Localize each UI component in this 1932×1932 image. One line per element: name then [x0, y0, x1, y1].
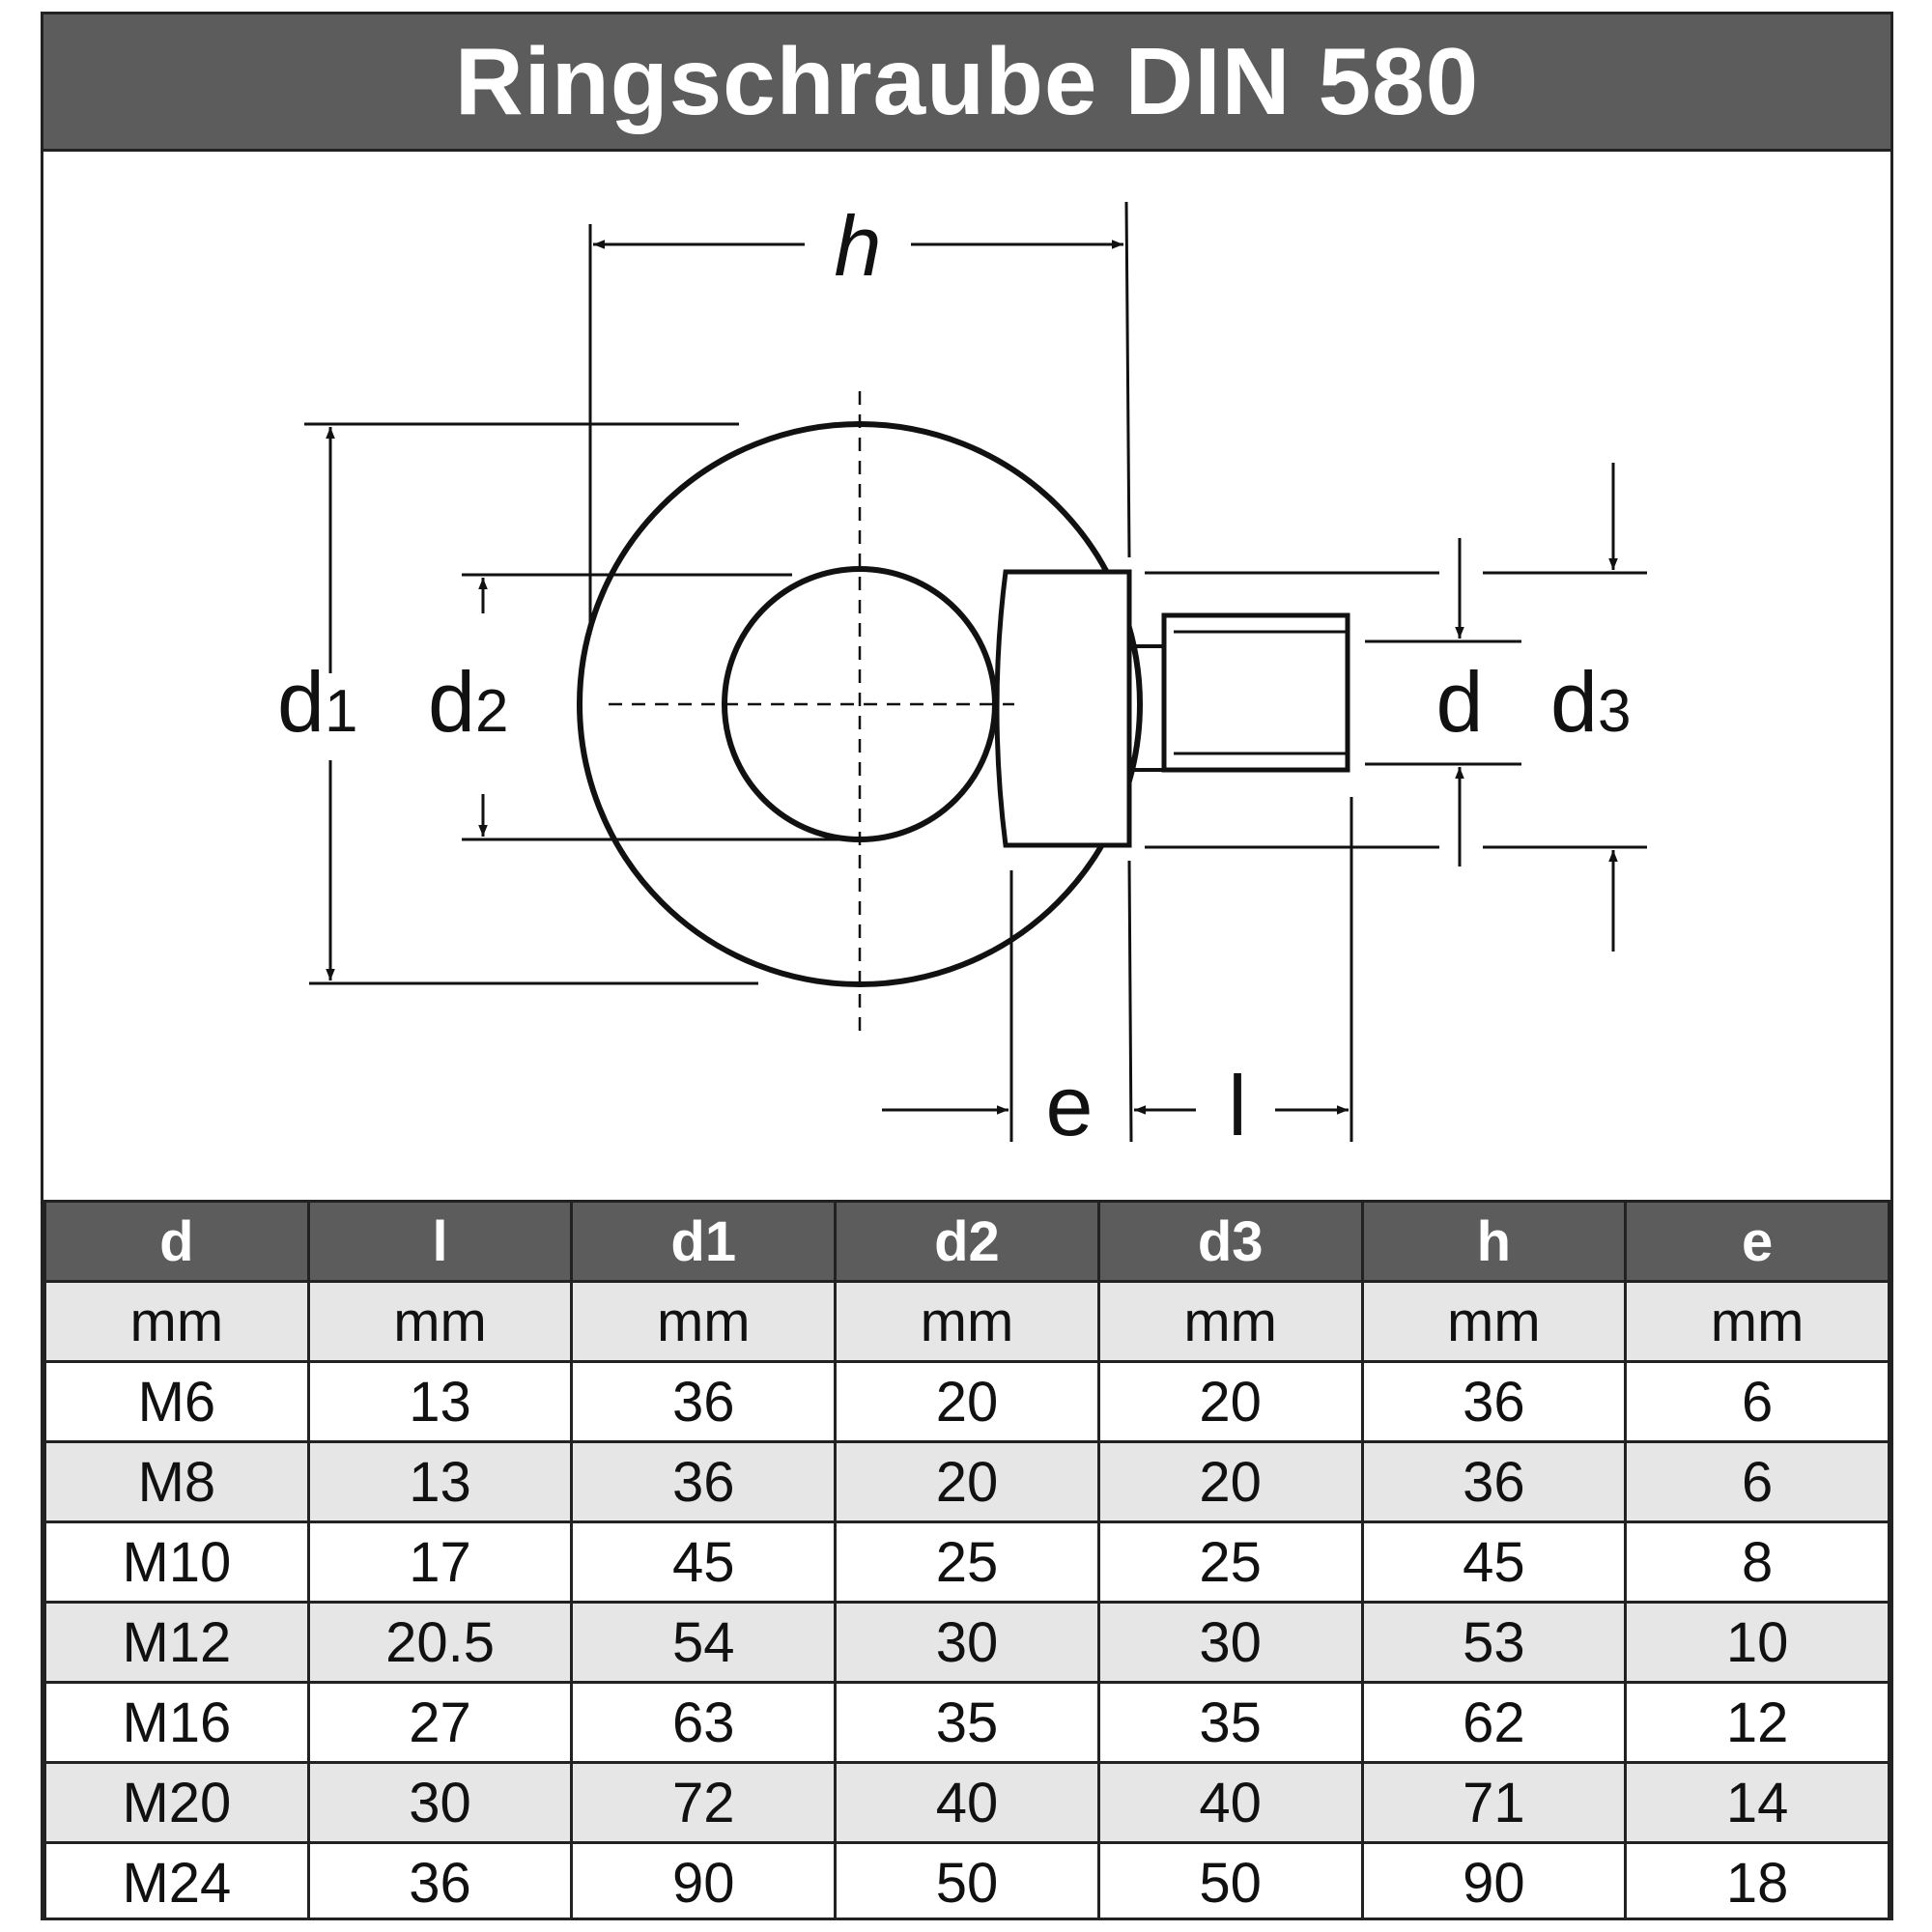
table-cell: 36: [570, 1360, 838, 1443]
table-cell: M20: [43, 1761, 310, 1844]
technical-drawing: h d1 d2 d d3 e l: [43, 152, 1890, 1200]
unit-cell: mm: [1360, 1280, 1628, 1363]
label-l: l: [1228, 1058, 1247, 1153]
table-cell: 72: [570, 1761, 838, 1844]
table-header-cell: h: [1360, 1200, 1628, 1283]
table-cell: 20: [1096, 1440, 1364, 1523]
threaded-shank: [1161, 612, 1350, 773]
table-cell: 71: [1360, 1761, 1628, 1844]
table-header-cell: d3: [1096, 1200, 1364, 1283]
table-header-cell: l: [306, 1200, 574, 1283]
table-header-cell: d2: [834, 1200, 1100, 1283]
table-cell: 12: [1624, 1681, 1890, 1764]
label-d: d: [1436, 654, 1484, 750]
table-header-cell: d: [43, 1200, 310, 1283]
table-header-cell: d1: [570, 1200, 838, 1283]
table-cell: 40: [1096, 1761, 1364, 1844]
table-cell: 45: [1360, 1520, 1628, 1604]
table-cell: 30: [306, 1761, 574, 1844]
table-cell: 30: [1096, 1601, 1364, 1684]
table-cell: 20: [834, 1440, 1100, 1523]
table-cell: 10: [1624, 1601, 1890, 1684]
table-cell: 45: [570, 1520, 838, 1604]
table-cell: 14: [1624, 1761, 1890, 1844]
label-e: e: [1046, 1058, 1094, 1153]
unit-cell: mm: [306, 1280, 574, 1363]
table-cell: M12: [43, 1601, 310, 1684]
table-cell: 13: [306, 1440, 574, 1523]
table-cell: 40: [834, 1761, 1100, 1844]
table-header-cell: e: [1624, 1200, 1890, 1283]
page-title: Ringschraube DIN 580: [454, 28, 1480, 134]
table-cell: 50: [834, 1841, 1100, 1918]
table-cell: 35: [834, 1681, 1100, 1764]
unit-cell: mm: [43, 1280, 310, 1363]
table-cell: M24: [43, 1841, 310, 1918]
table-cell: 20.5: [306, 1601, 574, 1684]
label-d1: d1: [277, 654, 357, 750]
table-cell: 36: [306, 1841, 574, 1918]
table-cell: 90: [570, 1841, 838, 1918]
label-h: h: [835, 198, 882, 294]
page-frame: Ringschraube DIN 580: [41, 12, 1893, 1920]
table-cell: 17: [306, 1520, 574, 1604]
table-cell: M6: [43, 1360, 310, 1443]
table-cell: 36: [1360, 1360, 1628, 1443]
table-cell: M10: [43, 1520, 310, 1604]
table-cell: 35: [1096, 1681, 1364, 1764]
table-cell: 53: [1360, 1601, 1628, 1684]
unit-cell: mm: [834, 1280, 1100, 1363]
table-cell: 6: [1624, 1360, 1890, 1443]
table-cell: 20: [1096, 1360, 1364, 1443]
title-bar: Ringschraube DIN 580: [43, 14, 1890, 152]
table-cell: 20: [834, 1360, 1100, 1443]
label-d2: d2: [428, 654, 508, 750]
table-cell: 63: [570, 1681, 838, 1764]
unit-cell: mm: [570, 1280, 838, 1363]
table-cell: 6: [1624, 1440, 1890, 1523]
table-cell: 36: [1360, 1440, 1628, 1523]
label-d3: d3: [1550, 654, 1631, 750]
unit-cell: mm: [1624, 1280, 1890, 1363]
eye-bolt-diagram: h d1 d2 d d3 e l: [277, 198, 1647, 1153]
table-cell: 25: [1096, 1520, 1364, 1604]
unit-cell: mm: [1096, 1280, 1364, 1363]
thread-neck: [1129, 644, 1164, 772]
table-cell: 25: [834, 1520, 1100, 1604]
table-cell: 90: [1360, 1841, 1628, 1918]
table-cell: M8: [43, 1440, 310, 1523]
table-cell: 8: [1624, 1520, 1890, 1604]
table-cell: 30: [834, 1601, 1100, 1684]
table-cell: 18: [1624, 1841, 1890, 1918]
table-cell: 50: [1096, 1841, 1364, 1918]
table-cell: 36: [570, 1440, 838, 1523]
table-cell: M16: [43, 1681, 310, 1764]
collar: [994, 569, 1132, 848]
table-cell: 62: [1360, 1681, 1628, 1764]
table-cell: 54: [570, 1601, 838, 1684]
table-cell: 13: [306, 1360, 574, 1443]
table-cell: 27: [306, 1681, 574, 1764]
